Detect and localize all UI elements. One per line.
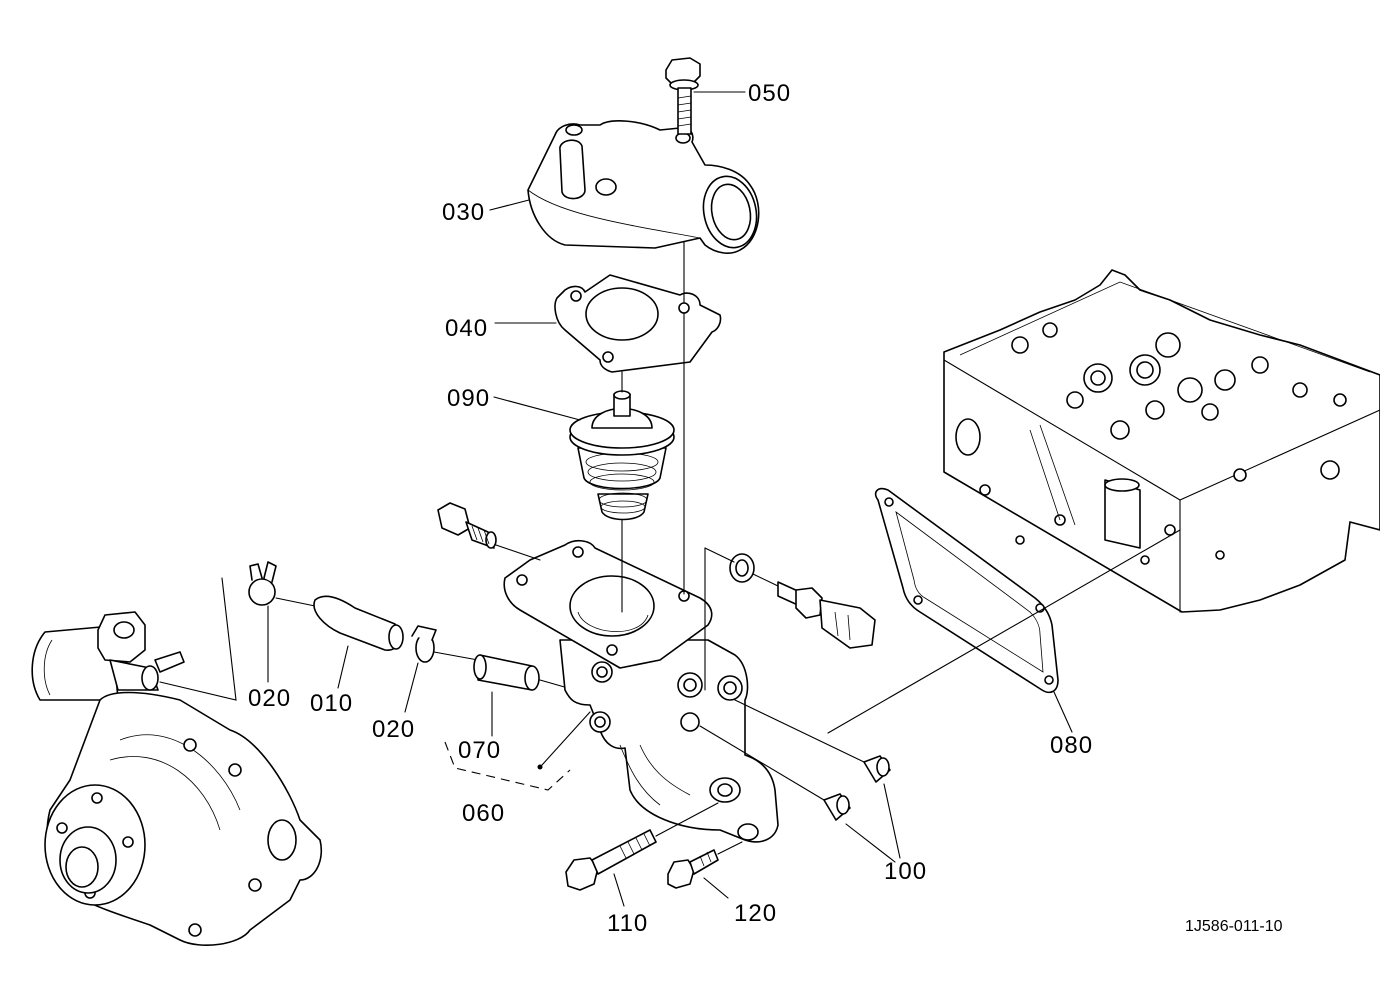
part-050-bolt <box>665 57 701 135</box>
part-010-hose <box>313 595 404 651</box>
callout-050: 050 <box>748 80 791 107</box>
water-pump <box>31 611 322 946</box>
cylinder-head <box>943 269 1380 613</box>
callout-100: 100 <box>884 858 927 885</box>
callout-080: 080 <box>1050 732 1093 759</box>
callout-070: 070 <box>458 737 501 764</box>
small-fitting <box>437 502 497 549</box>
callout-110: 110 <box>607 910 648 937</box>
part-120-bolt <box>667 849 719 889</box>
part-070-pipe <box>473 654 540 691</box>
callout-060: 060 <box>462 800 505 827</box>
part-020-clamp-right <box>411 625 437 663</box>
part-110-bolt <box>565 829 657 891</box>
assembly-060-bracket <box>444 741 571 791</box>
callout-120: 120 <box>734 900 777 927</box>
callout-010: 010 <box>310 690 353 717</box>
part-030-thermostat-cover <box>527 120 760 254</box>
part-020-clamp-left <box>248 561 277 606</box>
callout-030: 030 <box>442 199 485 226</box>
part-090-thermostat <box>569 390 675 521</box>
callout-020-left: 020 <box>248 685 291 712</box>
thermostat-housing <box>503 539 779 843</box>
drawing-number: 1J586-011-10 <box>1185 918 1283 935</box>
temperature-sensor <box>729 553 876 649</box>
callout-090: 090 <box>447 385 490 412</box>
part-040-gasket <box>554 274 722 373</box>
callout-020-right: 020 <box>372 716 415 743</box>
assembly-060-marker-dot <box>537 764 543 770</box>
callout-040: 040 <box>445 315 488 342</box>
part-100-plugs <box>823 755 891 821</box>
part-080-gasket <box>874 487 1059 694</box>
